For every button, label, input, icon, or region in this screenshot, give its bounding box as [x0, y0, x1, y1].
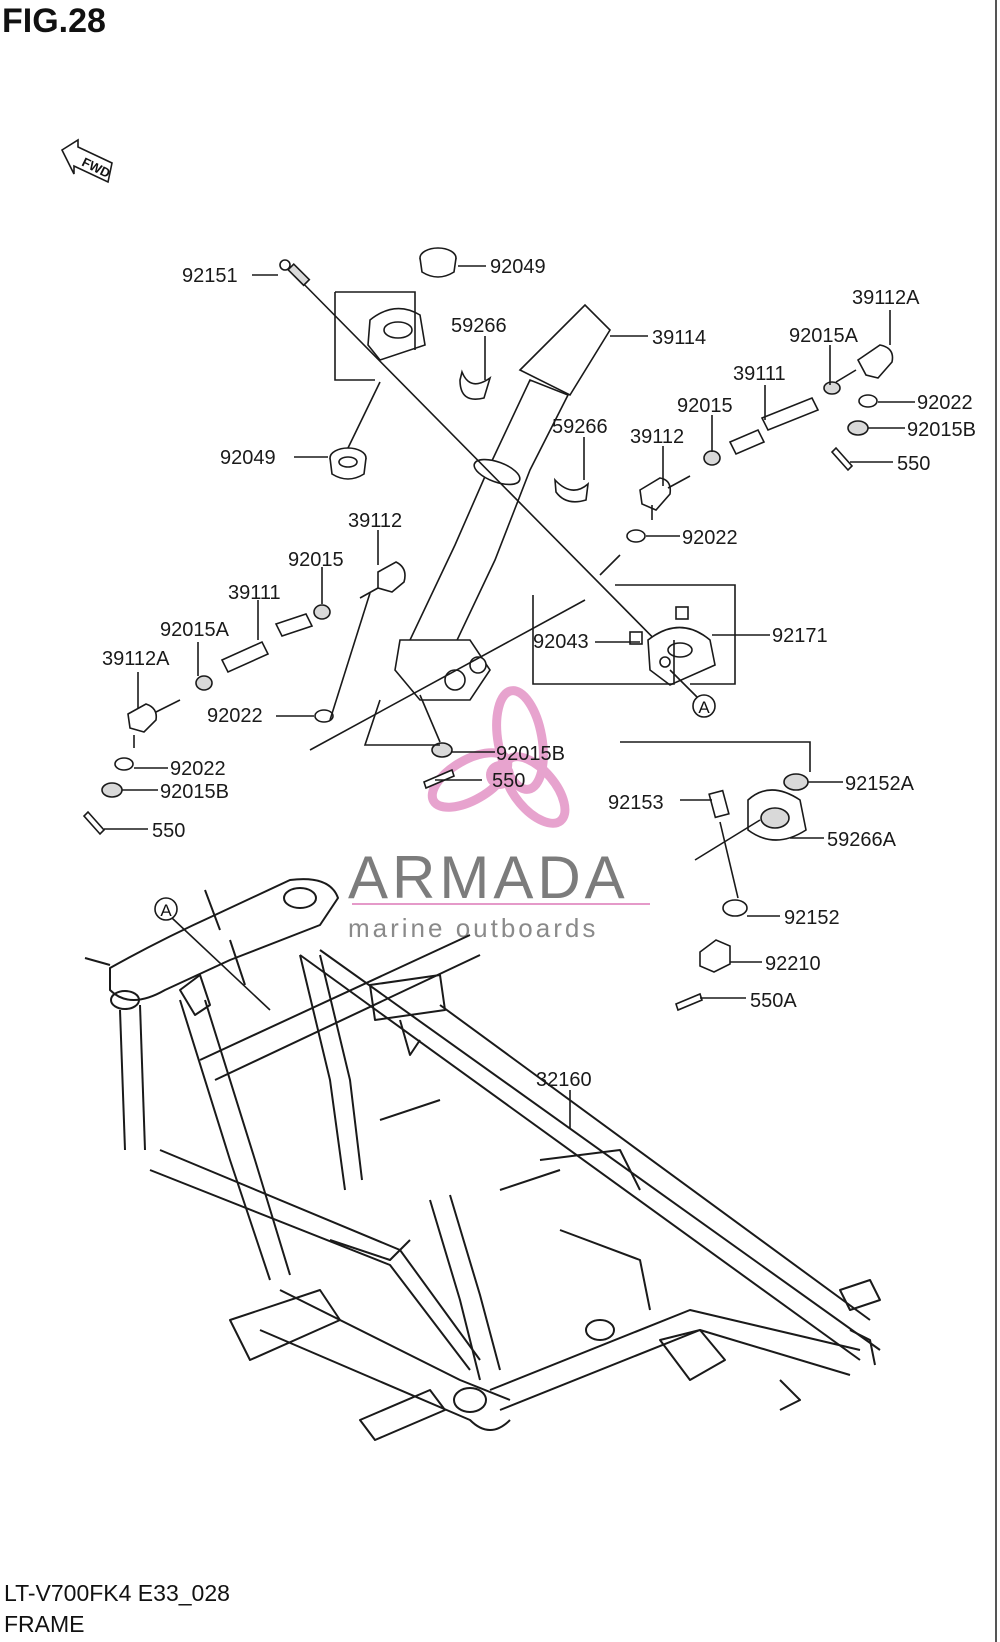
svg-text:A: A — [698, 698, 710, 717]
pin-550-center — [423, 768, 455, 790]
watermark-brand: ARMADA — [348, 844, 629, 911]
label-92049-top: 92049 — [490, 256, 546, 278]
label-59266-top: 59266 — [451, 315, 507, 337]
label-92015-right: 92015 — [677, 395, 733, 417]
bolt-92151-axis — [284, 264, 681, 666]
figure-title: FIG.28 — [2, 2, 106, 40]
svg-text:A: A — [160, 901, 172, 920]
label-92210: 92210 — [765, 953, 821, 975]
label-59266a: 59266A — [827, 829, 897, 851]
footer-model-code: LT-V700FK4 E33_028 — [4, 1580, 230, 1606]
nut-92015b-center — [431, 742, 453, 758]
bushing-59266-mid — [554, 477, 590, 503]
bolt-92151 — [279, 259, 311, 287]
label-92022-right-mid: 92022 — [682, 527, 738, 549]
label-39112-right: 39112 — [630, 426, 684, 448]
label-550a: 550A — [750, 990, 797, 1012]
label-92171: 92171 — [772, 625, 828, 647]
label-92022-right-top: 92022 — [917, 392, 973, 414]
label-550-right: 550 — [897, 453, 930, 475]
label-59266-mid: 59266 — [552, 416, 608, 438]
label-32160: 32160 — [536, 1069, 592, 1091]
label-39112a-right: 39112A — [852, 287, 920, 309]
tie-rod-left-set — [82, 561, 406, 836]
fwd-arrow-icon: FWD — [60, 138, 113, 184]
label-92151: 92151 — [182, 265, 238, 287]
label-92015b-left: 92015B — [160, 781, 229, 803]
label-92015b-center: 92015B — [496, 743, 565, 765]
watermark-logo — [427, 686, 570, 828]
label-39112a-left: 39112A — [102, 648, 170, 670]
callout-a-holder — [692, 694, 716, 718]
label-92015a-left: 92015A — [160, 619, 230, 641]
main-frame-32160 — [84, 878, 881, 1441]
label-39114: 39114 — [652, 327, 706, 349]
label-92015b-right: 92015B — [907, 419, 976, 441]
tie-rod-right-set — [626, 344, 894, 543]
bushing-59266-top — [459, 369, 492, 400]
label-39111-left: 39111 — [228, 582, 281, 604]
leader-lines — [104, 265, 915, 1128]
bushing-92049-top — [419, 247, 457, 278]
bushing-92049-left — [329, 447, 367, 480]
label-92022-left-mid: 92022 — [207, 705, 263, 727]
label-92015a-right: 92015A — [789, 325, 859, 347]
footer-section-name: FRAME — [4, 1611, 85, 1637]
label-92152: 92152 — [784, 907, 840, 929]
label-92043: 92043 — [533, 631, 589, 653]
label-92153: 92153 — [608, 792, 664, 814]
callout-a-frame — [154, 897, 178, 921]
label-550-center: 550 — [492, 770, 525, 792]
steering-holder-upper — [367, 307, 426, 361]
steering-shaft-39114 — [394, 303, 612, 701]
label-92022-left-bot: 92022 — [170, 758, 226, 780]
label-39111-right: 39111 — [733, 363, 786, 385]
label-550-left: 550 — [152, 820, 185, 842]
label-92049-left: 92049 — [220, 447, 276, 469]
watermark-tagline: marine outboards — [348, 913, 598, 943]
label-92015-left: 92015 — [288, 549, 344, 571]
label-39112-left: 39112 — [348, 510, 402, 532]
page-border-right — [995, 0, 997, 1642]
bearing-assembly-59266a — [675, 773, 809, 1012]
label-92152a: 92152A — [845, 773, 915, 795]
